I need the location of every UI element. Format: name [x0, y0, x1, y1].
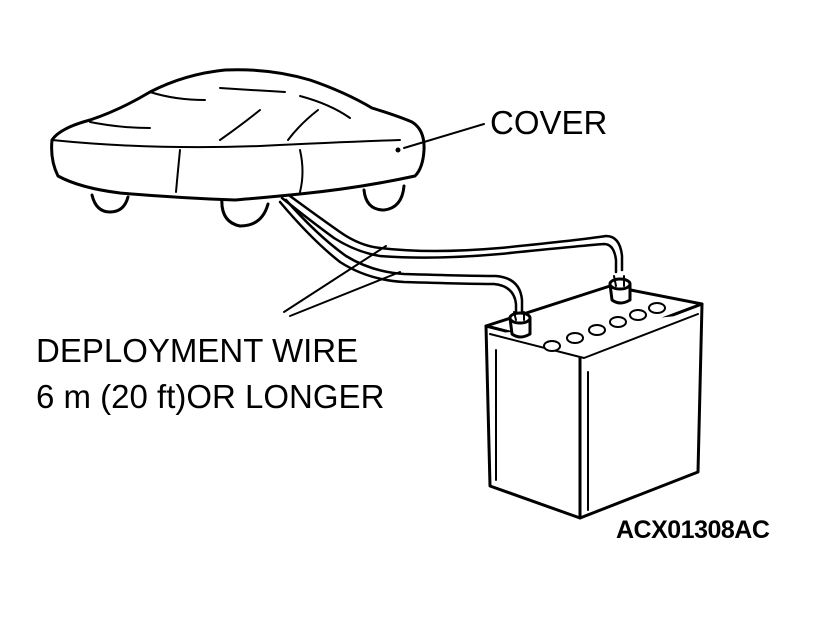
wire-leaders	[283, 245, 401, 317]
deployment-wire-label: DEPLOYMENT WIRE	[36, 332, 359, 369]
battery-terminal-positive	[608, 275, 632, 305]
cover-label: COVER	[490, 104, 608, 141]
battery-caps	[543, 302, 666, 352]
deployment-wires	[278, 194, 624, 316]
battery-terminal-negative	[508, 311, 532, 339]
battery	[484, 284, 704, 520]
covered-car	[50, 68, 426, 202]
car-wheels	[90, 184, 406, 228]
figure-code: ACX01308AC	[616, 516, 770, 544]
cover-folds	[51, 87, 401, 193]
cover-leader	[403, 123, 485, 149]
cover-dot	[395, 147, 401, 153]
wire-length-label: 6 m (20 ft)OR LONGER	[36, 378, 385, 415]
